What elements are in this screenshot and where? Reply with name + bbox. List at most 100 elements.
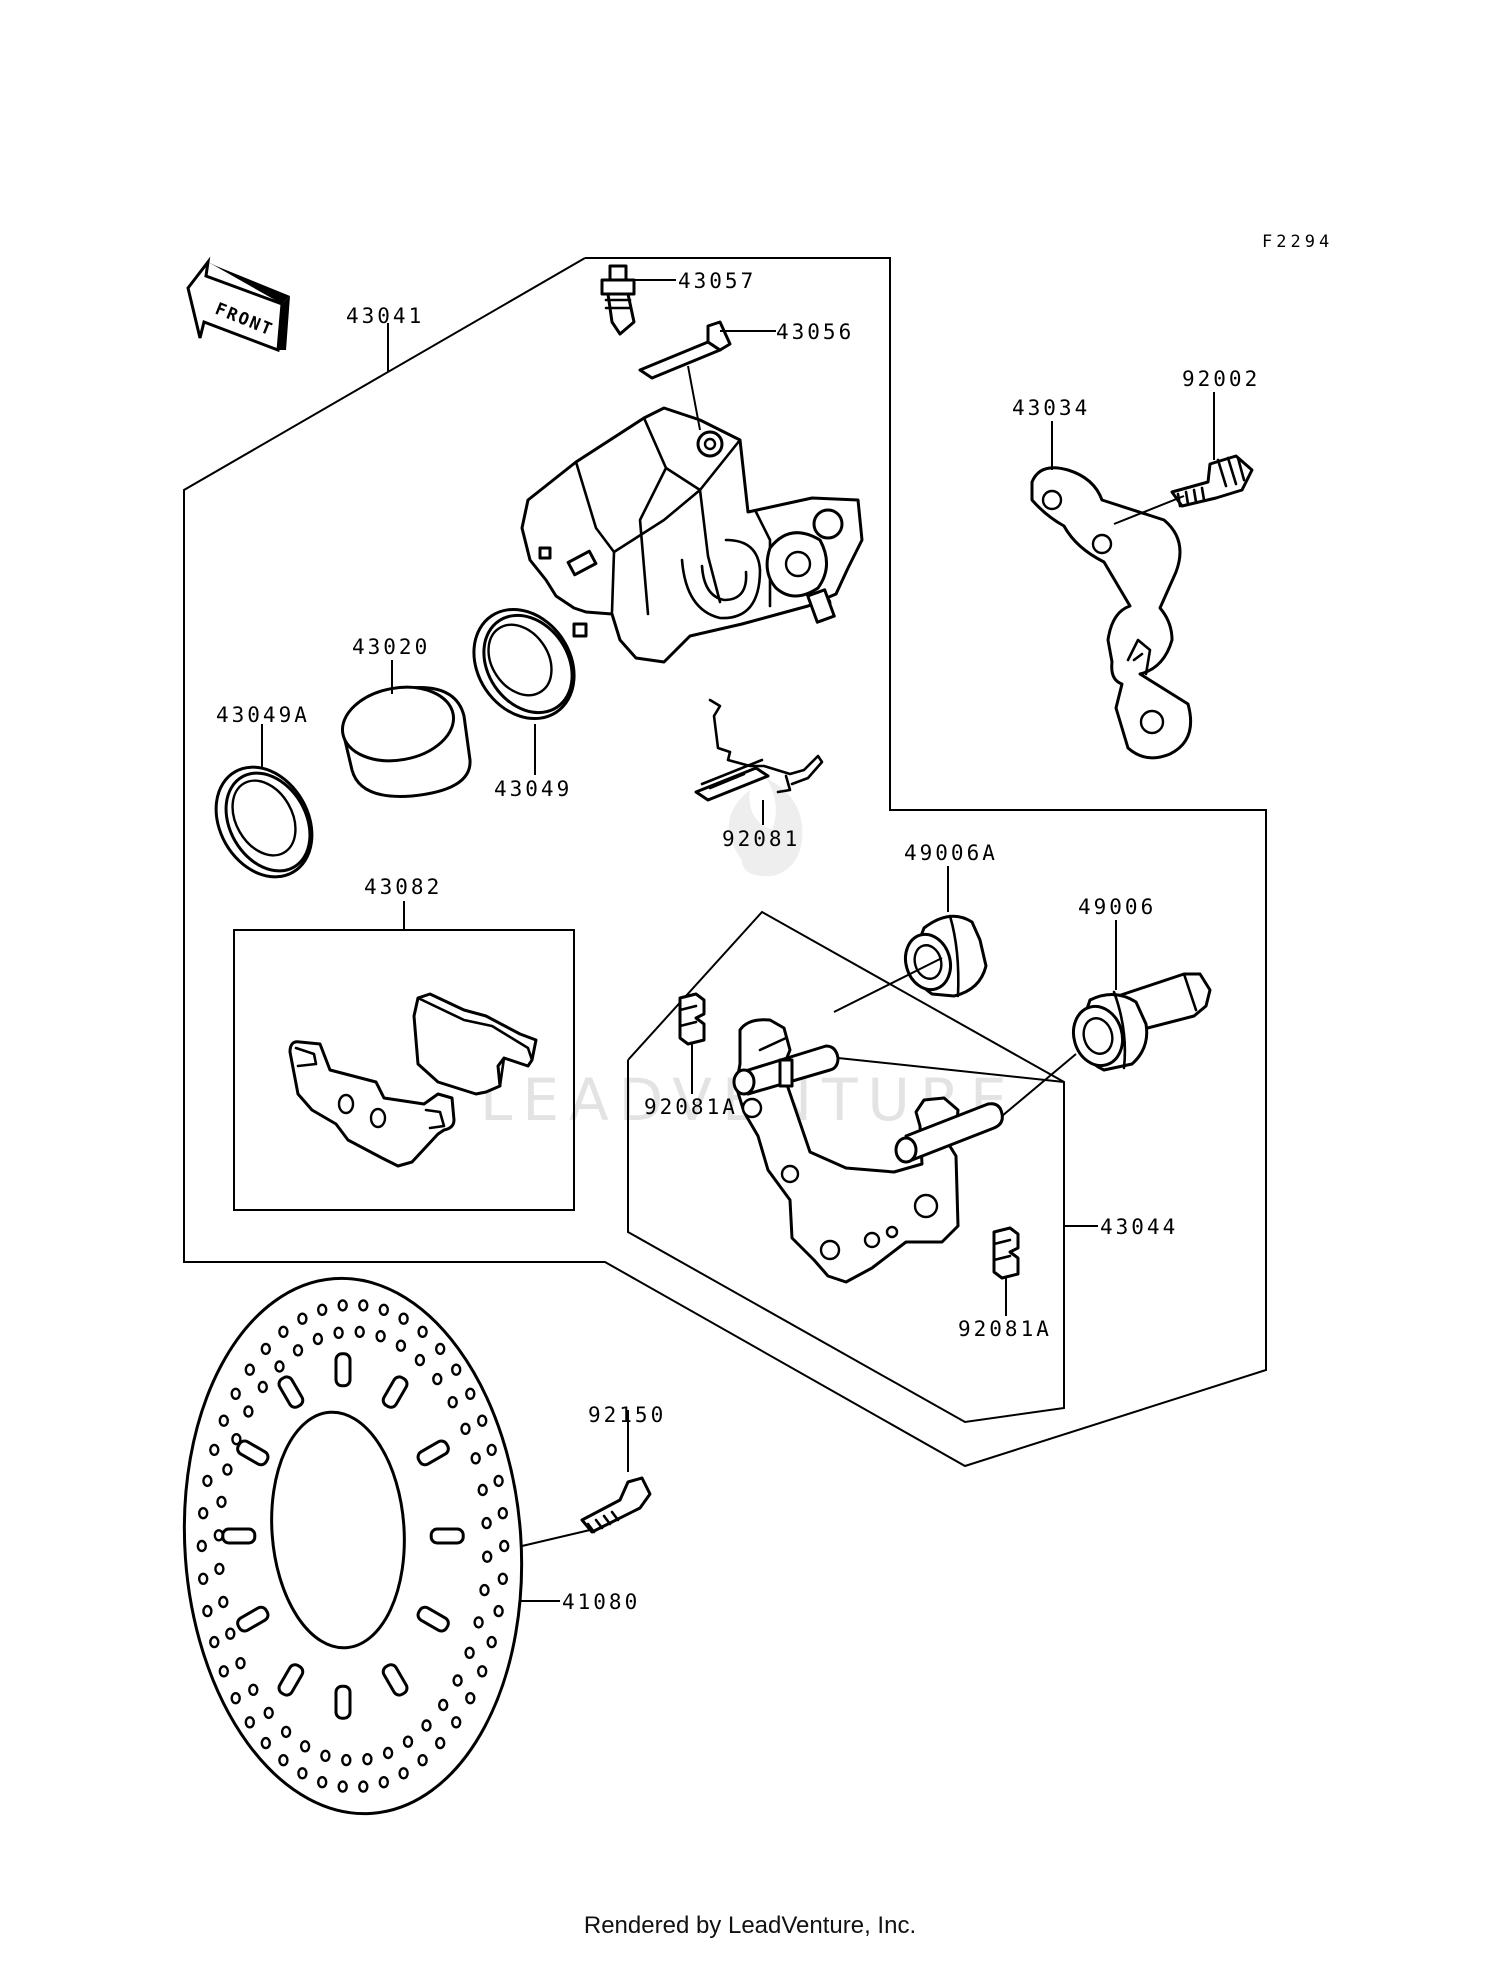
disc-slot bbox=[381, 1663, 409, 1697]
disc-drill-hole bbox=[225, 1627, 236, 1640]
disc-drill-hole bbox=[257, 1380, 268, 1394]
disc-drill-hole bbox=[438, 1698, 449, 1712]
bleeder-valve bbox=[600, 264, 636, 336]
bracket-assembly-outline bbox=[627, 910, 1065, 1424]
disc-drill-hole bbox=[479, 1583, 490, 1597]
disc-drill-hole bbox=[244, 1716, 256, 1729]
rubber-boot-49006A bbox=[903, 914, 988, 998]
pad-spring bbox=[694, 698, 824, 802]
disc-drill-hole bbox=[218, 1595, 229, 1609]
label-92002: 92002 bbox=[1182, 367, 1260, 391]
front-arrow-icon: FRONT bbox=[186, 256, 290, 353]
disc-drill-hole bbox=[395, 1339, 407, 1352]
caliper-assembly-outline bbox=[183, 257, 1267, 1468]
disc-drill-hole bbox=[278, 1325, 289, 1339]
label-92081A-1: 92081A bbox=[644, 1095, 738, 1119]
label-41080: 41080 bbox=[562, 1590, 640, 1614]
disc-drill-hole bbox=[358, 1299, 369, 1312]
disc-drill-hole bbox=[402, 1735, 414, 1748]
disc-drill-hole bbox=[378, 1303, 389, 1317]
disc-drill-hole bbox=[263, 1706, 274, 1720]
label-43044: 43044 bbox=[1100, 1215, 1178, 1239]
label-43034: 43034 bbox=[1012, 396, 1090, 420]
label-92081A-2: 92081A bbox=[958, 1317, 1052, 1341]
disc-drill-hole bbox=[209, 1635, 220, 1649]
disc-drill-hole bbox=[312, 1332, 324, 1346]
label-92150: 92150 bbox=[588, 1403, 666, 1427]
disc-drill-hole bbox=[297, 1312, 308, 1325]
disc-drill-hole bbox=[248, 1683, 259, 1697]
disc-drill-hole bbox=[209, 1443, 220, 1457]
bleeder-cap bbox=[638, 320, 732, 380]
disc-slot bbox=[381, 1375, 409, 1409]
brake-disc bbox=[182, 1276, 524, 1816]
disc-drill-hole bbox=[435, 1342, 446, 1356]
disc-drill-hole bbox=[417, 1753, 428, 1767]
disc-drill-hole bbox=[218, 1665, 230, 1678]
disc-drill-hole bbox=[231, 1432, 242, 1446]
disc-drill-hole bbox=[292, 1344, 304, 1357]
disc-drill-hole bbox=[477, 1665, 488, 1678]
disc-drill-hole bbox=[465, 1387, 476, 1401]
leader-lines bbox=[261, 279, 1215, 1602]
disc-drill-hole bbox=[477, 1483, 488, 1497]
disc-drill-hole bbox=[477, 1414, 488, 1427]
disc-drill-hole bbox=[333, 1326, 344, 1340]
disc-drill-hole bbox=[398, 1312, 409, 1325]
disc-drill-hole bbox=[197, 1572, 209, 1586]
disc-drill-hole bbox=[320, 1749, 331, 1763]
disc-drill-hole bbox=[218, 1414, 230, 1427]
disc-slot bbox=[236, 1439, 270, 1467]
pad-clip-2 bbox=[992, 1226, 1020, 1280]
figure-code: F2294 bbox=[1262, 232, 1333, 252]
disc-drill-hole bbox=[216, 1495, 227, 1509]
disc-drill-hole bbox=[362, 1752, 373, 1766]
caliper-bracket-pin-2 bbox=[894, 1102, 1004, 1164]
label-43049A: 43049A bbox=[216, 703, 310, 727]
disc-drill-hole bbox=[499, 1539, 510, 1553]
disc-drill-hole bbox=[358, 1780, 369, 1793]
disc-drill-hole bbox=[497, 1506, 508, 1520]
label-43020: 43020 bbox=[352, 635, 430, 659]
label-49006: 49006 bbox=[1078, 895, 1156, 919]
disc-drill-hole bbox=[235, 1656, 246, 1670]
disc-drill-hole bbox=[202, 1474, 213, 1488]
disc-drill-hole bbox=[337, 1299, 348, 1312]
disc-drill-hole bbox=[465, 1691, 476, 1705]
disc-drill-hole bbox=[482, 1550, 493, 1563]
dust-seal bbox=[214, 765, 314, 879]
disc-drill-hole bbox=[417, 1325, 428, 1339]
label-49006A: 49006A bbox=[904, 841, 998, 865]
rubber-boot-49006 bbox=[1071, 972, 1212, 1072]
disc-slot bbox=[221, 1527, 257, 1545]
disc-drill-hole bbox=[493, 1604, 504, 1618]
pad-clip-1 bbox=[678, 992, 706, 1046]
disc-drill-hole bbox=[354, 1325, 365, 1339]
disc-drill-hole bbox=[375, 1329, 386, 1343]
disc-drill-hole bbox=[196, 1539, 208, 1553]
disc-drill-hole bbox=[470, 1452, 481, 1465]
disc-drill-hole bbox=[452, 1674, 463, 1687]
disc-drill-hole bbox=[435, 1736, 446, 1750]
disc-drill-hole bbox=[337, 1780, 348, 1793]
disc-slot bbox=[334, 1352, 352, 1388]
disc-drill-hole bbox=[447, 1395, 458, 1409]
disc-drill-hole bbox=[481, 1516, 492, 1530]
piston-seal bbox=[472, 607, 576, 721]
disc-drill-hole bbox=[260, 1736, 271, 1750]
disc-drill-hole bbox=[421, 1719, 432, 1732]
disc-drill-hole bbox=[493, 1474, 504, 1488]
disc-drill-hole bbox=[398, 1767, 409, 1780]
disc-slot bbox=[236, 1605, 270, 1633]
caliper-body bbox=[520, 406, 864, 664]
disc-drill-hole bbox=[222, 1463, 233, 1476]
disc-drill-hole bbox=[197, 1506, 209, 1520]
disc-slot bbox=[416, 1439, 450, 1467]
disc-drill-hole bbox=[280, 1725, 292, 1739]
label-43041: 43041 bbox=[346, 304, 424, 328]
disc-drill-hole bbox=[382, 1746, 394, 1760]
disc-slot bbox=[416, 1605, 450, 1633]
disc-bolt bbox=[580, 1476, 652, 1534]
disc-drill-hole bbox=[341, 1753, 352, 1767]
disc-drill-hole bbox=[214, 1562, 225, 1576]
